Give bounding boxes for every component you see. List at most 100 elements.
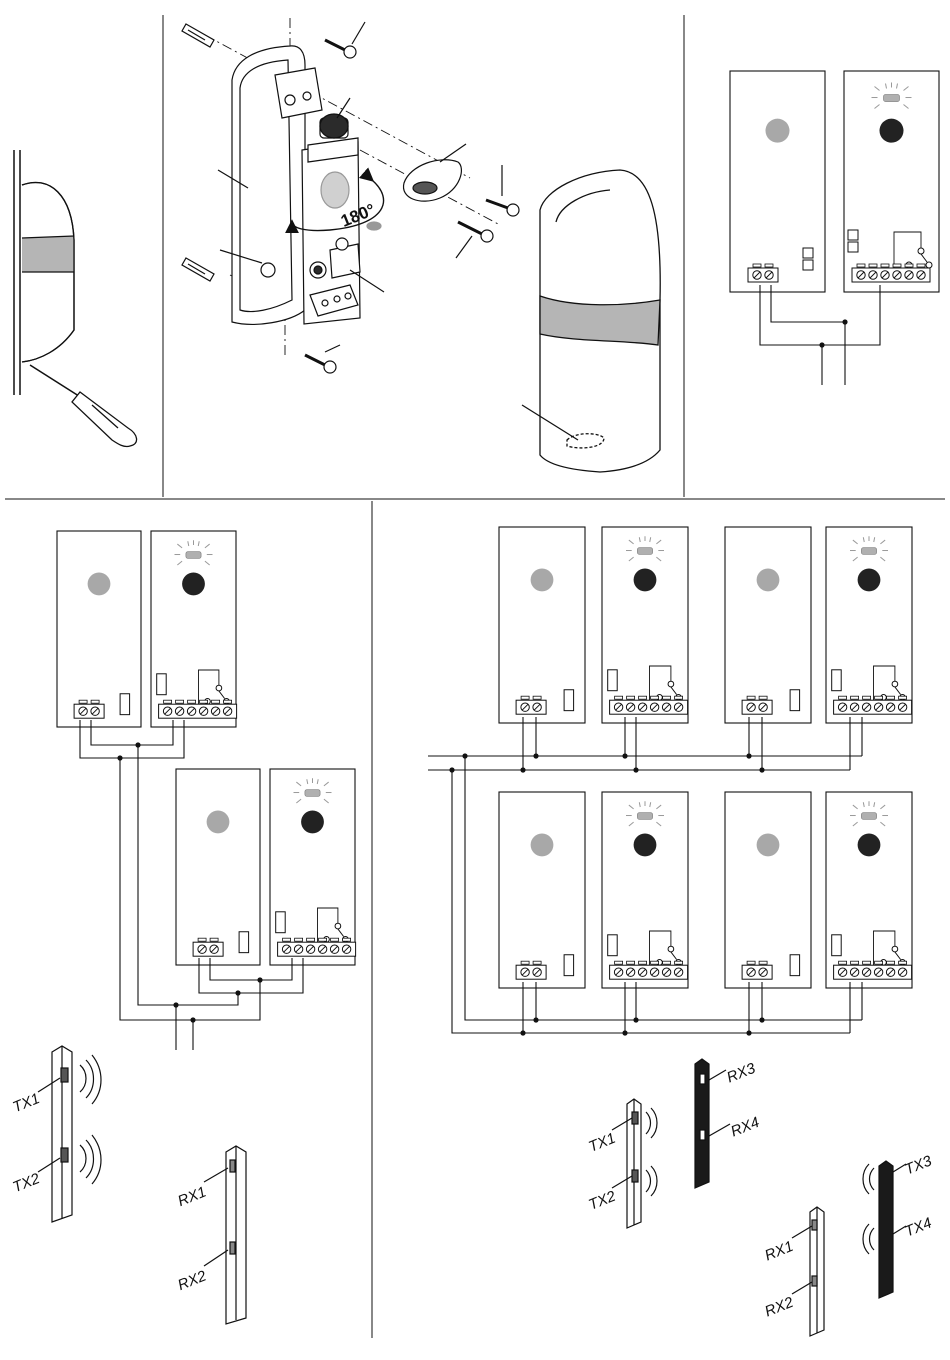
wire [176,993,238,1005]
transmitter-unit [725,792,811,988]
dip-switch [608,935,618,956]
dip-switch [276,912,286,933]
receiver-unit [602,792,688,988]
screw-icon [305,355,336,373]
receiver-board [826,792,912,988]
relay-contact [892,946,898,952]
terminal-tab [765,264,773,267]
terminal-tab [521,961,529,964]
terminal-tab [615,696,623,699]
terminal-tab [627,961,635,964]
wire [760,285,880,345]
relay-contact [668,946,674,952]
lens-cap-icon [403,160,461,201]
terminal-tab [869,264,877,267]
relay-contact [216,685,222,691]
label-tx3: TX3 [902,1152,934,1178]
terminal-tab [200,700,208,703]
dip-switch [803,260,813,270]
dip-switch [848,230,858,240]
terminal-tab [615,961,623,964]
label-rx2: RX2 [175,1267,209,1294]
terminal-tab [747,961,755,964]
transmitter-unit [730,71,825,292]
transmitter-unit [57,531,141,727]
terminal-tab [627,696,635,699]
dip-switch [790,690,800,711]
dip-switch [120,694,130,715]
rx-column-b [792,1207,824,1336]
wire-junction [520,1030,525,1035]
label-rx1: RX1 [175,1183,208,1210]
terminal-tab [224,700,232,703]
wall-plug-icon [182,24,214,47]
wire-junction [520,767,525,772]
terminal-tab [759,696,767,699]
terminal-tab [533,696,541,699]
terminal-tab [887,696,895,699]
receiver-unit [602,527,688,723]
terminal-tab [893,264,901,267]
terminal-tab [875,696,883,699]
terminal-tab [675,961,683,964]
terminal-tab [675,696,683,699]
relay-contact [335,923,341,929]
cover-removal-illustration [14,150,137,447]
terminal-tab [759,961,767,964]
wire [138,745,176,1005]
terminal-tab [651,696,659,699]
terminal-tab [857,264,865,267]
wire-junction [257,977,262,982]
rx-column-b-dark [695,1059,730,1188]
terminal-tab [188,700,196,703]
exploded-mounting-view: 180° [182,18,519,373]
dip-switch [564,955,574,976]
terminal-tab [198,938,206,941]
receiver-led-icon [182,573,205,596]
terminal-tab [79,700,87,703]
signal-lamp-icon [305,790,320,797]
wire-junction [759,767,764,772]
screw-icon [486,200,519,216]
label-tx2: TX2 [10,1170,42,1196]
wall-plug-icon [182,258,214,281]
label-rx1-b: RX1 [762,1238,795,1265]
receiver-led-icon [634,569,657,592]
push-button-icon [320,114,348,138]
assembled-device [522,170,660,472]
relay-contact [926,262,932,268]
dip-switch [239,932,249,953]
wire-junction [622,1030,627,1035]
rx-column-a [204,1146,246,1324]
tx-column-b [612,1099,657,1228]
cover-band [22,236,74,272]
wire-junction [759,1017,764,1022]
signal-lamp-icon [637,813,652,820]
dip-switch [564,690,574,711]
receiver-led-icon [858,834,881,857]
terminal-tab [663,961,671,964]
label-rx3: RX3 [724,1060,758,1087]
dip-switch [803,248,813,258]
tx-column-a [38,1046,101,1222]
terminal-tab [851,961,859,964]
transmitter-led-icon [531,569,554,592]
screw-icon [325,40,356,58]
terminal-tab [639,696,647,699]
receiver-board [270,769,355,965]
terminal-tab [899,696,907,699]
terminal-tab [747,696,755,699]
terminal-tab [307,938,315,941]
transmitter-board [730,71,825,292]
terminal-tab [212,700,220,703]
wiring-units [57,71,939,988]
receiver-unit [826,792,912,988]
transmitter-led-icon [88,573,111,596]
receiver-led-icon [301,811,324,834]
signal-lamp-icon [637,548,652,555]
terminal-tab [319,938,327,941]
terminal-tab [91,700,99,703]
wire-junction [622,753,627,758]
transmitter-led-icon [531,834,554,857]
